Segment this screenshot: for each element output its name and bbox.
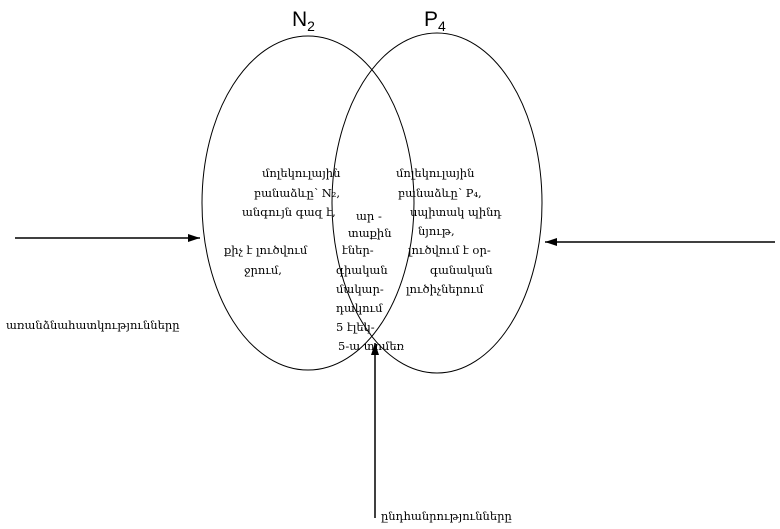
common-trait-line: ար - [356,209,382,223]
common-trait-line: մակար- [336,282,384,296]
common-trait-line: 5 էլեկ- [336,320,375,334]
left-trait-line: ջրում, [244,263,282,277]
right-trait-line: լուծվում է օր- [408,243,491,257]
right-trait-line: բանաձևը՝ P₄, [398,186,482,200]
common-trait-line: գիական [336,263,388,277]
right-trait-line: սպիտակ պինդ [410,205,502,219]
right-trait-line: լուծիչներում [406,282,484,296]
right-set-title: P4 [424,8,446,35]
left-trait-line: բանաձևը՝ N₂, [254,186,341,200]
right-trait-line: մոլեկուլային [396,166,475,180]
left-trait-line: մոլեկուլային [262,166,341,180]
similarities-caption: ընդհանրությունները [381,509,512,523]
common-trait-line: տաքին [348,226,392,240]
left-set-title: N2 [292,8,315,35]
common-trait-line: դակում [336,301,383,315]
right-set-ellipse [331,32,543,374]
differences-caption: առանձնահատկությունները [6,318,180,332]
left-trait-line: քիչ է լուծվում [224,243,308,257]
common-trait-line: 5-ա տոմեռ [338,339,405,353]
right-trait-line: գանական [430,263,493,277]
left-trait-line: անգույն գազ է, [242,205,336,219]
right-trait-line: նյութ, [418,224,455,238]
left-set-ellipse [201,35,415,371]
common-trait-line: էներ- [342,243,374,257]
